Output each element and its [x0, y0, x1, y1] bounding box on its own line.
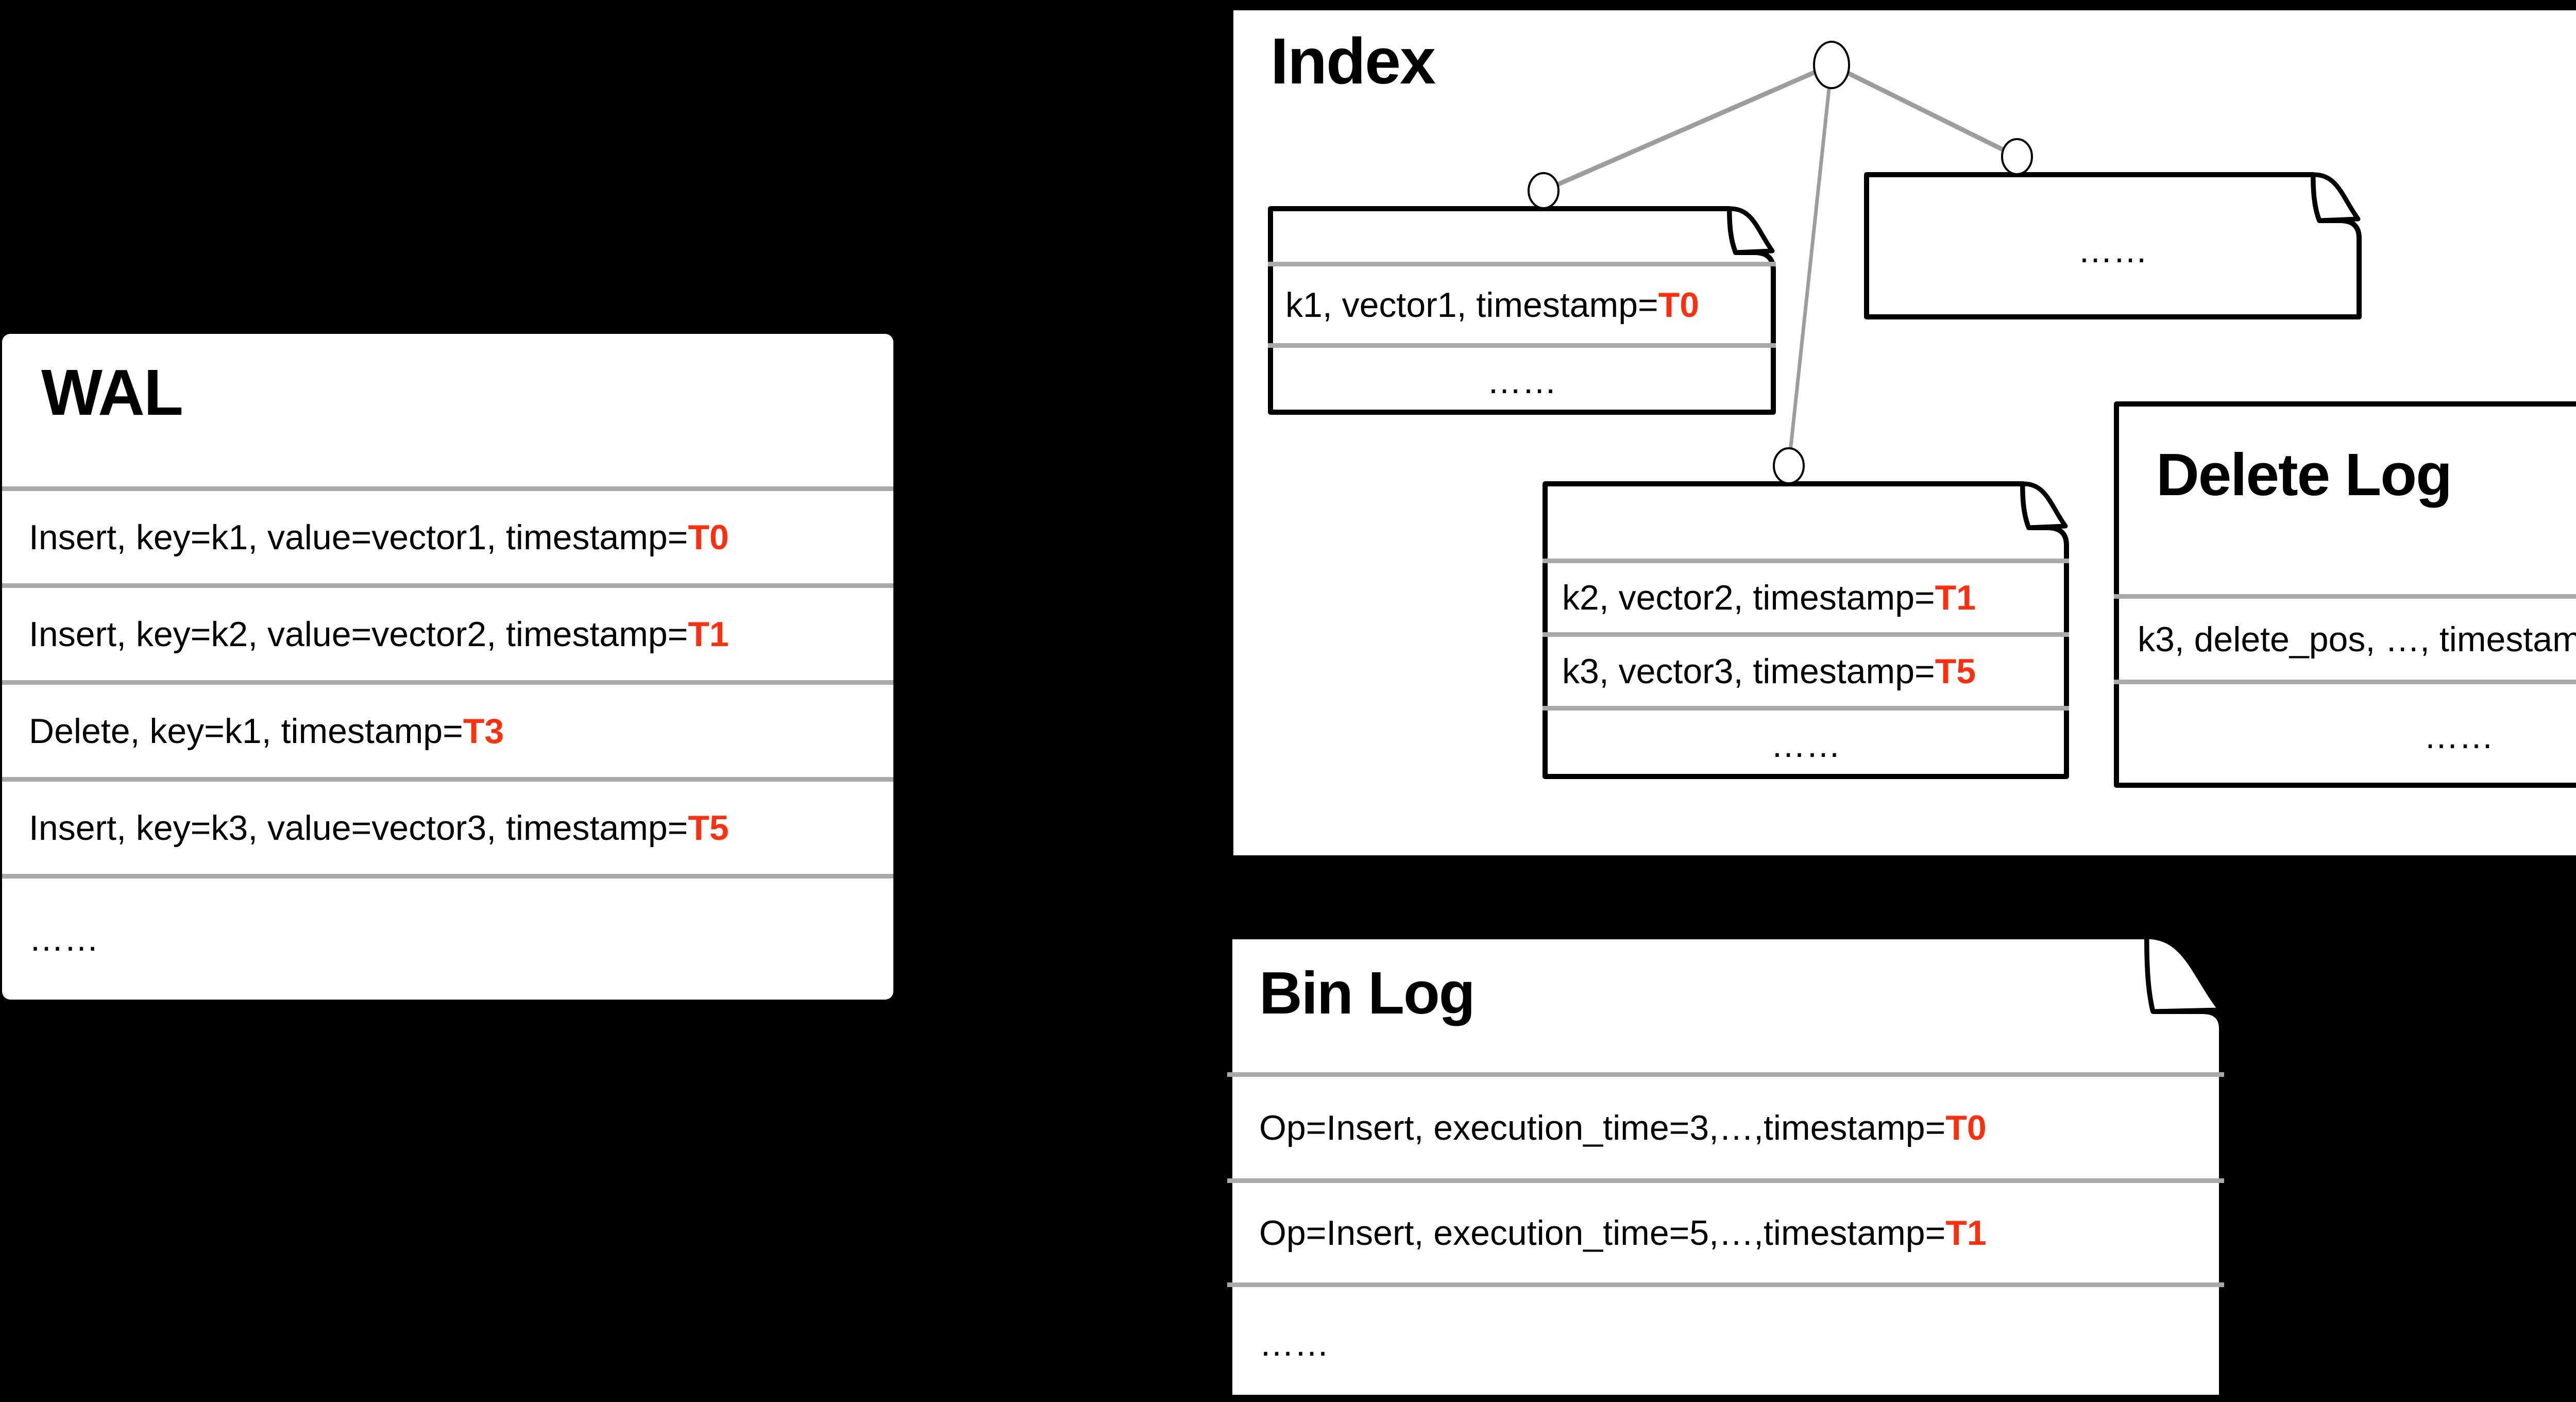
bin-log-row: Op=Insert, execution_time=3,…,timestamp=… — [1227, 1072, 2224, 1178]
bin-log-title: Bin Log — [1259, 959, 1476, 1026]
segment-row: k1, vector1, timestamp=T0 — [1268, 262, 1776, 343]
index-segment-doc-3: k2, vector2, timestamp=T1 k3, vector3, t… — [1543, 481, 2069, 779]
timestamp-value: T5 — [1935, 652, 1976, 691]
ellipsis-text: …… — [2424, 716, 2494, 756]
doc-header-strip — [1268, 206, 1776, 262]
ellipsis-text: …… — [1259, 1324, 1329, 1363]
tree-edge-root-middle — [1787, 64, 1834, 466]
timestamp-value: T3 — [463, 711, 504, 751]
index-tree-edges — [1543, 62, 2018, 466]
segment-row-text: k1, vector1, timestamp= — [1285, 285, 1658, 325]
bin-log-doc: Bin Log Op=Insert, execution_time=3,…,ti… — [1227, 934, 2224, 1400]
wal-row-text: Delete, key=k1, timestamp= — [29, 711, 463, 751]
folded-document-shape — [1864, 172, 2362, 319]
tree-edge-root-left — [1543, 62, 1833, 193]
wal-log-row: Insert, key=k3, value=vector3, timestamp… — [2, 777, 893, 874]
segment-row-text: k3, vector3, timestamp= — [1562, 652, 1935, 691]
wal-ellipsis-row: …… — [2, 874, 893, 999]
segment-row-text: k2, vector2, timestamp= — [1562, 578, 1935, 617]
bin-log-row-text: Op=Insert, execution_time=5,…,timestamp= — [1259, 1213, 1946, 1253]
ellipsis-text: …… — [1487, 362, 1557, 401]
timestamp-value: T0 — [1658, 285, 1700, 325]
bin-log-row-text: Op=Insert, execution_time=3,…,timestamp= — [1259, 1108, 1946, 1147]
wal-log-row: Insert, key=k1, value=vector1, timestamp… — [2, 486, 893, 583]
segment-ellipsis-area: …… — [1864, 172, 2362, 319]
ellipsis-text: …… — [1771, 725, 1841, 765]
segment-ellipsis-row: …… — [1268, 343, 1776, 415]
wal-log-row: Insert, key=k2, value=vector2, timestamp… — [2, 583, 893, 680]
timestamp-value: T0 — [1945, 1108, 1987, 1147]
doc-header-strip — [1543, 481, 2069, 559]
timestamp-value: T1 — [688, 614, 729, 654]
delete-log-title: Delete Log — [2156, 441, 2452, 508]
ellipsis-text: …… — [2078, 231, 2148, 270]
delete-log-header: Delete Log — [2114, 401, 2576, 594]
index-segment-doc-1: k1, vector1, timestamp=T0 …… — [1268, 206, 1776, 415]
document-fold-flap — [2311, 172, 2361, 223]
delete-log-row-text: k3, delete_pos, …, timestamp= — [2138, 619, 2576, 659]
wal-row-text: Insert, key=k2, value=vector2, timestamp… — [29, 614, 688, 654]
segment-ellipsis-row: …… — [1543, 706, 2069, 779]
timestamp-value: T5 — [688, 808, 729, 848]
bin-log-ellipsis-row: …… — [1227, 1282, 2224, 1400]
timestamp-value: T0 — [688, 517, 729, 557]
delete-log-ellipsis-row: …… — [2114, 680, 2576, 788]
bin-log-row: Op=Insert, execution_time=5,…,timestamp=… — [1227, 1178, 2224, 1282]
wal-row-text: Insert, key=k3, value=vector3, timestamp… — [29, 808, 688, 848]
wal-title: WAL — [41, 356, 183, 429]
timestamp-value: T1 — [1935, 578, 1976, 617]
segment-row: k2, vector2, timestamp=T1 — [1543, 559, 2069, 632]
bin-log-header: Bin Log — [1227, 934, 2224, 1072]
document-fold-flap — [2144, 934, 2223, 1014]
wal-row-text: Insert, key=k1, value=vector1, timestamp… — [29, 517, 688, 557]
ellipsis-text: …… — [29, 919, 99, 958]
delete-log-doc: Delete Log k3, delete_pos, …, timestamp=… — [2114, 401, 2576, 788]
wal-log-row: Delete, key=k1, timestamp=T3 — [2, 680, 893, 777]
index-panel: Index k1, vector1, timestamp=T0 …… …… — [1233, 10, 2576, 855]
tree-edge-root-right — [1831, 62, 2018, 159]
document-fold-flap — [2020, 481, 2068, 530]
document-fold-flap — [1727, 206, 1775, 255]
index-panel-title: Index — [1270, 25, 1436, 97]
folded-document-shape — [1268, 206, 1776, 415]
folded-document-shape — [1543, 481, 2069, 779]
folded-document-shape — [1227, 934, 2224, 1400]
delete-log-row: k3, delete_pos, …, timestamp=T3 — [2114, 594, 2576, 680]
wal-box: WAL Insert, key=k1, value=vector1, times… — [2, 334, 893, 1000]
index-segment-doc-2: …… — [1864, 172, 2362, 319]
wal-header: WAL — [2, 334, 893, 486]
timestamp-value: T1 — [1945, 1213, 1987, 1253]
segment-row: k3, vector3, timestamp=T5 — [1543, 632, 2069, 706]
